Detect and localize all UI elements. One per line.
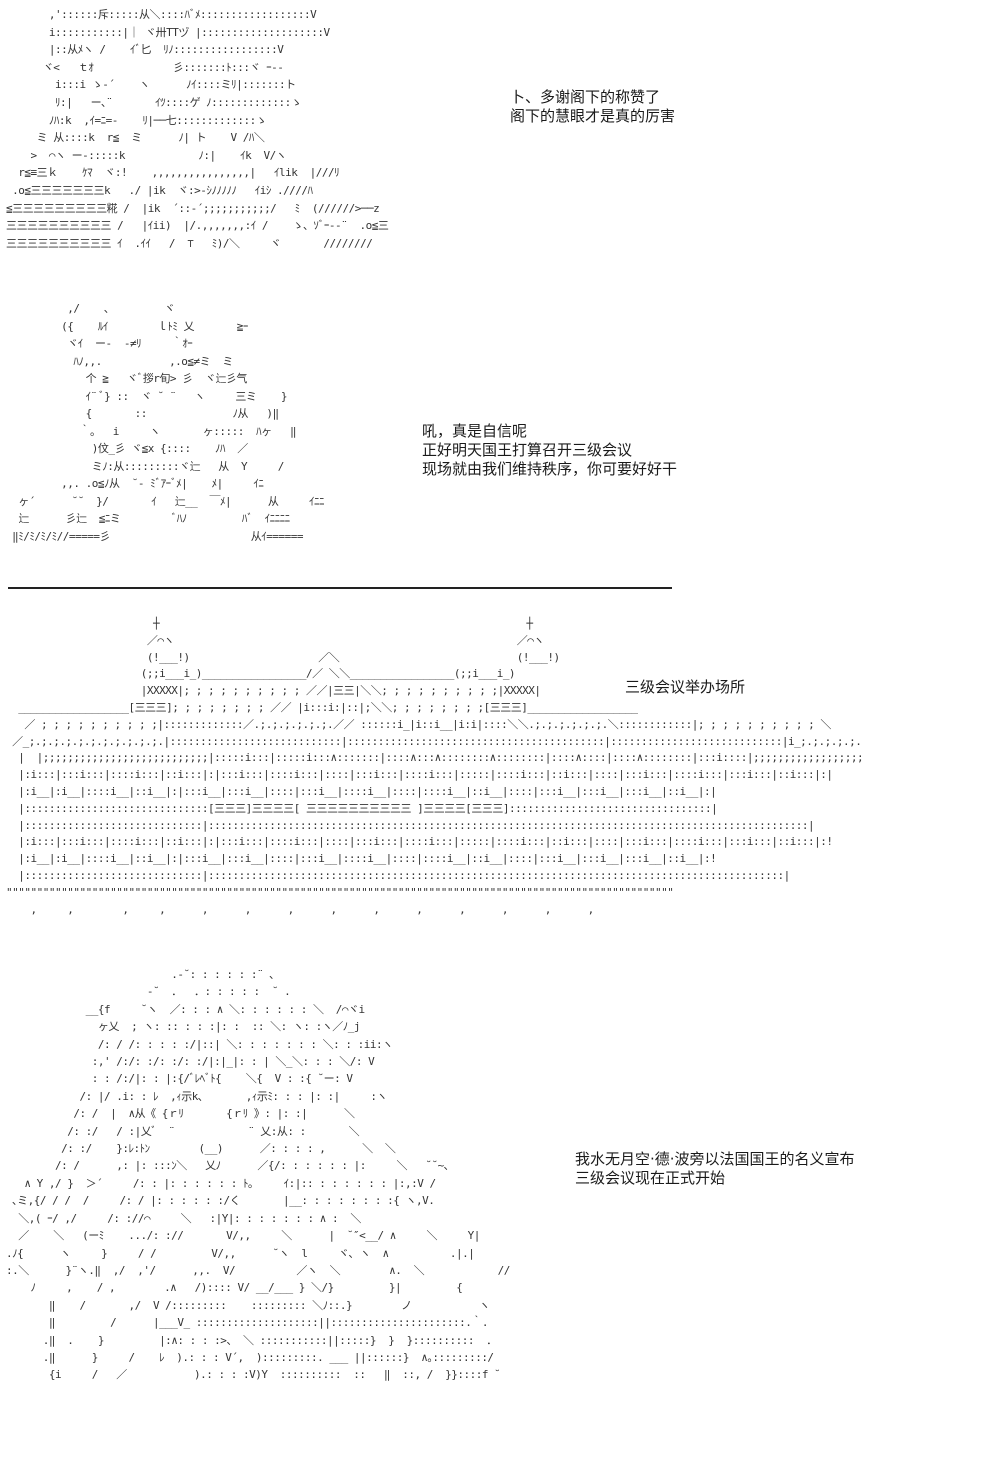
- art-line: ≦三三三三三三三三三糀 / |ik ´::-´;;;;;;;;;;;/ ﾐ (/…: [6, 201, 380, 215]
- art-line: ／ ＼ (ーﾐ .../: :// V/,, ＼ | ˘″<__/ ∧ ＼ Y|: [6, 1229, 480, 1243]
- art-line: ({ ﾙｲ ｌﾄﾐ 乂 ≧ｰ: [6, 319, 248, 333]
- art-line: 个 ≧ ヾﾞ拶r旬> 彡 ヾ辷彡气: [6, 372, 248, 385]
- art-line: ,,. .o≦ﾉ从 ˘- ﾐﾞｱｰﾞﾒ| ﾒ| ｲﾆ: [6, 477, 264, 490]
- dialogue-panel-4: 我水无月空·德·波旁以法国国王的名义宣布 三级会议现在正式开始: [575, 1150, 855, 1188]
- art-line: ヶ乂 ; ヽ: :: : : :|: : :: ＼: ヽ: :ヽ／ﾉ_j: [6, 1020, 361, 1034]
- dialogue-line: 现场就由我们维持秩序，你可要好好干: [422, 460, 678, 478]
- art-line: |:i__|:i__|::::i__|::i__|:|:::i__|:::i__…: [6, 784, 717, 798]
- art-line: .ﾉ{ ヽ } / / V/,, ˘ヽ l ヾ､ ヽ ∧ .|.|: [6, 1246, 475, 1260]
- art-line: ､ミ,{/ / / / /: / |: : : : : :/く |__: : :…: [6, 1194, 435, 1208]
- caption-venue: 三级会议举办场所: [625, 678, 745, 697]
- art-line: ┼ ┼: [6, 617, 533, 630]
- art-line: |:i:::|:::i:::|::::i:::|::i:::|:|:::i:::…: [6, 768, 833, 782]
- ascii-art-building: ┼ ┼ ／⌒ヽ ／⌒ヽ (!___!): [6, 616, 862, 956]
- art-line: |:::::::::::::::::::::::::::::|:::::::::…: [6, 818, 815, 832]
- art-line: r≦≡三ｋ ｹﾏ ヾ:! ,,,,,,,,,,,,,,,,| ｲlik |///…: [6, 166, 340, 180]
- dialogue-line: 卜、多谢阁下的称赞了: [510, 88, 661, 106]
- art-line: """"""""""""""""""""""""""""""""""""""""…: [6, 885, 674, 899]
- art-line: , , , , , , , , , , , , , ,: [6, 902, 594, 916]
- art-line: |:::::::::::::::::::::::::::::|:::::::::…: [6, 868, 790, 882]
- dialogue-panel-2: 吼，真是自信呢 正好明天国王打算召开三级会议 现场就由我们维持秩序，你可要好好干: [422, 422, 677, 479]
- ascii-art-panel-4: .-˘: : : : : :¨ ､ -˘ ． ．: : : : : ˘ . __…: [6, 966, 646, 1456]
- art-line: |:i__|:i__|::::i__|::i__|:|:::i__|:::i__…: [6, 852, 717, 866]
- art-line: (!___!) ／＼ (!___!): [6, 650, 560, 664]
- art-line: ヾｲ ー- -≠ﾘ ｀ｵｰ: [6, 337, 193, 350]
- art-line: ,/ ､ ヾ: [6, 302, 175, 315]
- art-line: ミﾉ:从:::::::::ヾ辷 从 Y /: [6, 459, 285, 473]
- ascii-art-panel-1: ,'::::::斥:::::从＼::::ﾊﾞﾒ:::::::::::::::::…: [6, 6, 606, 288]
- art-line: ｀。 i ヽ ヶ::::: ﾊヶ ‖: [6, 424, 297, 438]
- dialogue-line: 正好明天国王打算召开三级会议: [422, 441, 633, 459]
- art-line: ﾊﾉ,,. ,.o≦≠ミ ミ: [6, 354, 233, 368]
- art-line: .‖ . } |:∧: : : :>、 ＼ :::::::::::||:::::…: [6, 1333, 497, 1347]
- art-line: /: :/ / :|乂ﾞ ¨ ¨ 乂:从: : ＼: [6, 1124, 360, 1138]
- art-line: ﾉ , / , .∧ /):::: V/ __/___ } ＼/} }| {: [6, 1281, 463, 1295]
- art-line: :,' /:/: :/: :/: :/|:|_|: : | ＼_＼: : : ＼…: [6, 1055, 375, 1069]
- art-line: )伩_彡 ヾ≦x {:::: ﾉﾊ ／: [6, 442, 249, 455]
- art-line: __{f ˘ヽ ／: : : ∧ ＼: : : : : : ＼ /⌒ヾi: [6, 1002, 366, 1016]
- art-line: ﾘ:| ー､¨ ｲﾂ::::ゲ ﾉ:::::::::::::ゝ: [6, 95, 302, 109]
- art-line: /: / /: : : : :/|::| ＼: : : : : : : ＼: :…: [6, 1037, 393, 1051]
- art-line: (;;i___i_)_________________/／ ＼＼________…: [6, 667, 516, 681]
- dialogue-line: 三级会议现在正式开始: [575, 1169, 726, 1187]
- art-line: ＼,( ｰ/ ,/ /: ://⌒ ＼ :|Y|: : : : : : : ∧ …: [6, 1211, 361, 1225]
- art-line: ヾ< ｔｵ 彡:::::::ﾄ:::ヾ ｰ--: [6, 60, 284, 74]
- art-line: 辷 彡辷 ≦ﾆミ ﾞﾊﾉ ﾊﾞ ｲﾆﾆﾆﾆ: [6, 512, 290, 525]
- art-line: ∧ Y ,/ } ＞´ /: : |: : : : : : ﾄ｡ ｲ:|:: :…: [6, 1176, 436, 1190]
- art-line: :.＼ }¨ヽ.‖ ,/ ,'/ ,,. V/ ／ヽ ＼ ∧. ＼ //: [6, 1263, 510, 1277]
- art-line: ﾉﾊ:k ,ｲ=ﾆ=- ﾘ|──七:::::::::::::ゝ: [6, 113, 267, 127]
- art-line: /: :/ }:ﾚ:ﾄﾝ (__) ／: : : : , ＼ ＼: [6, 1142, 396, 1156]
- panel-divider: [8, 587, 672, 589]
- art-line: ‖ / ,/ V /::::::::: ::::::::: ＼ﾉ::.} ノ ヽ: [6, 1298, 490, 1312]
- dialogue-line: 阁下的慧眼才是真的厉害: [510, 107, 676, 125]
- art-line: ｲ¨ ﾞ} :: ヾ ˘ ¨ ヽ 三ミ }: [6, 389, 288, 403]
- art-line: | |;;;;;;;;;;;;;;;;;;;;;;;;;;;|:::::i:::…: [6, 751, 862, 765]
- dialogue-line: 我水无月空·德·波旁以法国国王的名义宣布: [575, 1150, 855, 1168]
- art-line: .‖ } / ﾚ ).: : : V´, ):::::::::. ___ ||:…: [6, 1350, 494, 1364]
- art-line: -˘ ． ．: : : : : ˘ .: [6, 985, 291, 999]
- caption-line: 三级会议举办场所: [625, 678, 746, 696]
- art-line: 三三三三三三三三三三 / |ｲii) |/.,,,,,,,:ｲ / ゝ、ｿﾞｰ-…: [6, 219, 389, 233]
- art-line: {i / ／ ).: : : :V)Y :::::::::: :: ‖ ::, …: [6, 1368, 501, 1382]
- art-line: ,'::::::斥:::::从＼::::ﾊﾞﾒ:::::::::::::::::…: [6, 8, 317, 21]
- art-line: : : /:/|: : |:{/ﾞﾚﾍﾞﾄ{ ＼{ V : :{ ˘ー: V: [6, 1072, 353, 1086]
- art-line: 三三三三三三三三三三 ｲ .ｲｲ / ⊤ ﾐ)/＼ ヾ ////////: [6, 236, 373, 250]
- art-line: ／⌒ヽ ／⌒ヽ: [6, 633, 545, 647]
- dialogue-panel-1: 卜、多谢阁下的称赞了 阁下的慧眼才是真的厉害: [510, 88, 675, 126]
- art-line: { :: ﾉ从 )‖: [6, 407, 280, 420]
- art-line: ／_;.;.;.;.;.;.;.;.;.;.;.|:::::::::::::::…: [6, 734, 862, 748]
- art-line: |:i:::|:::i:::|::::i:::|::i:::|:|:::i:::…: [6, 835, 833, 849]
- art-line: __________________[三三三]; ; ; ; ; ; ; ; ／…: [6, 700, 638, 714]
- art-line: i:::::::::::|｜ ヾ卅TTヅ |::::::::::::::::::…: [6, 25, 330, 39]
- art-line: /: |/ .i: : ﾚ ,ｨ示k､ ,ｨ示ﾐ: : : |: :| :ヽ: [6, 1089, 387, 1103]
- art-line: /: / ,: |: :::ﾝ＼ 乂ﾉ ／{/: : : : : : |: ＼ …: [6, 1159, 449, 1173]
- art-line: ‖ﾐ/ﾐ/ﾐ/ﾐ//=====彡 从ｲ======: [6, 529, 304, 543]
- art-line: |::::::::::::::::::::::::::::::[三三三]三三三三…: [6, 801, 718, 815]
- art-line: .o≦三三三三三三三k ./ |ik ヾ:>-ｼﾉﾉﾉﾉﾉ ｲiｼ .////ﾊ: [6, 183, 313, 197]
- art-line: i:::i ゝ-´ ヽ ﾉｲ::::ミﾘ|:::::::ト: [6, 78, 296, 92]
- art-line: ヶ´ ˘˘ }/ ｲ 辷__ ￣ﾒ| 从 ｲﾆﾆ: [6, 494, 325, 508]
- art-line: |XXXXX|; ; ; ; ; ; ; ; ; ; ／／|三三|＼＼; ; ;…: [6, 684, 541, 698]
- ascii-art-panel-2: ,/ ､ ヾ ({ ﾙｲ ｌﾄﾐ 乂 ≧ｰ ヾｲ ー- -≠ﾘ ｀ｵｰ ﾊﾉ,,…: [6, 300, 426, 580]
- art-line: .-˘: : : : : :¨ ､: [6, 968, 275, 981]
- art-line: ミ 从::::k r≦ ミ ﾉ| ト V /ﾊ＼: [6, 131, 265, 145]
- art-line: ／ ; ; ; ; ; ; ; ; ; ;|:::::::::::::／.;.;…: [6, 717, 831, 731]
- art-line: ‖ / |___V_ ::::::::::::::::::::||:::::::…: [6, 1316, 489, 1330]
- art-line: |::从ﾒヽ / ｲﾞ匕 ﾘﾉ:::::::::::::::::V: [6, 43, 284, 57]
- dialogue-line: 吼，真是自信呢: [422, 422, 528, 440]
- art-line: /: / | ∧从《 {ｒﾘ {ｒﾘ 》: |: :| ＼: [6, 1107, 355, 1121]
- art-line: > ⌒ヽ ー-:::::k ﾉ:| ｲk V/ヽ: [6, 148, 287, 162]
